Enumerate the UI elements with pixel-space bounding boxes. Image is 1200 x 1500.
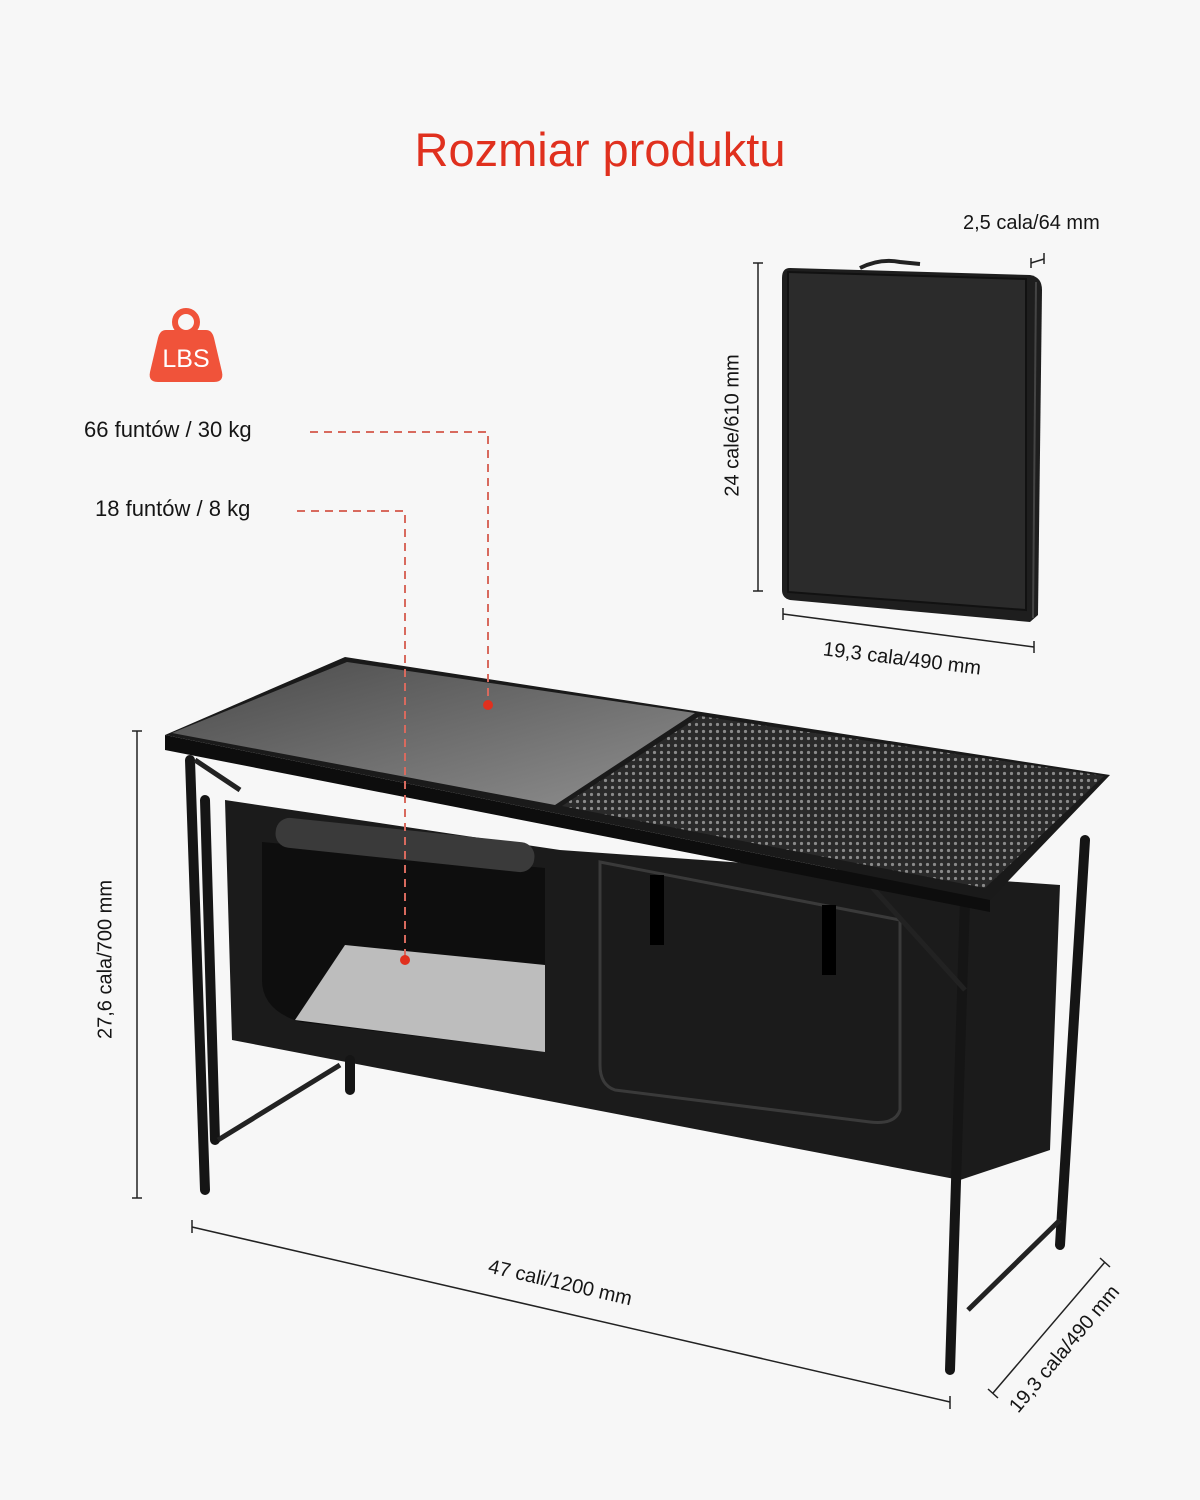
callout-lines (297, 431, 489, 960)
unfolded-height-label: 27,6 cala/700 mm (94, 880, 117, 1039)
load-capacity-label: 66 funtów / 30 kg (84, 417, 252, 442)
weight-icon-label: LBS (162, 345, 209, 373)
unfolded-dimension-lines (132, 730, 1111, 1409)
shelf-point-marker (400, 955, 410, 965)
page-title: Rozmiar produktu (414, 123, 786, 176)
folded-height-label: 24 cale/610 mm (721, 354, 744, 497)
folded-dimension-lines (753, 253, 1045, 653)
folded-table-image (782, 258, 1042, 622)
load-point-marker (483, 700, 493, 710)
weight-icon: LBS (149, 308, 223, 382)
product-weight-label: 18 funtów / 8 kg (95, 496, 251, 521)
folded-thickness-label: 2,5 cala/64 mm (963, 212, 1100, 234)
table-image (165, 657, 1110, 1375)
